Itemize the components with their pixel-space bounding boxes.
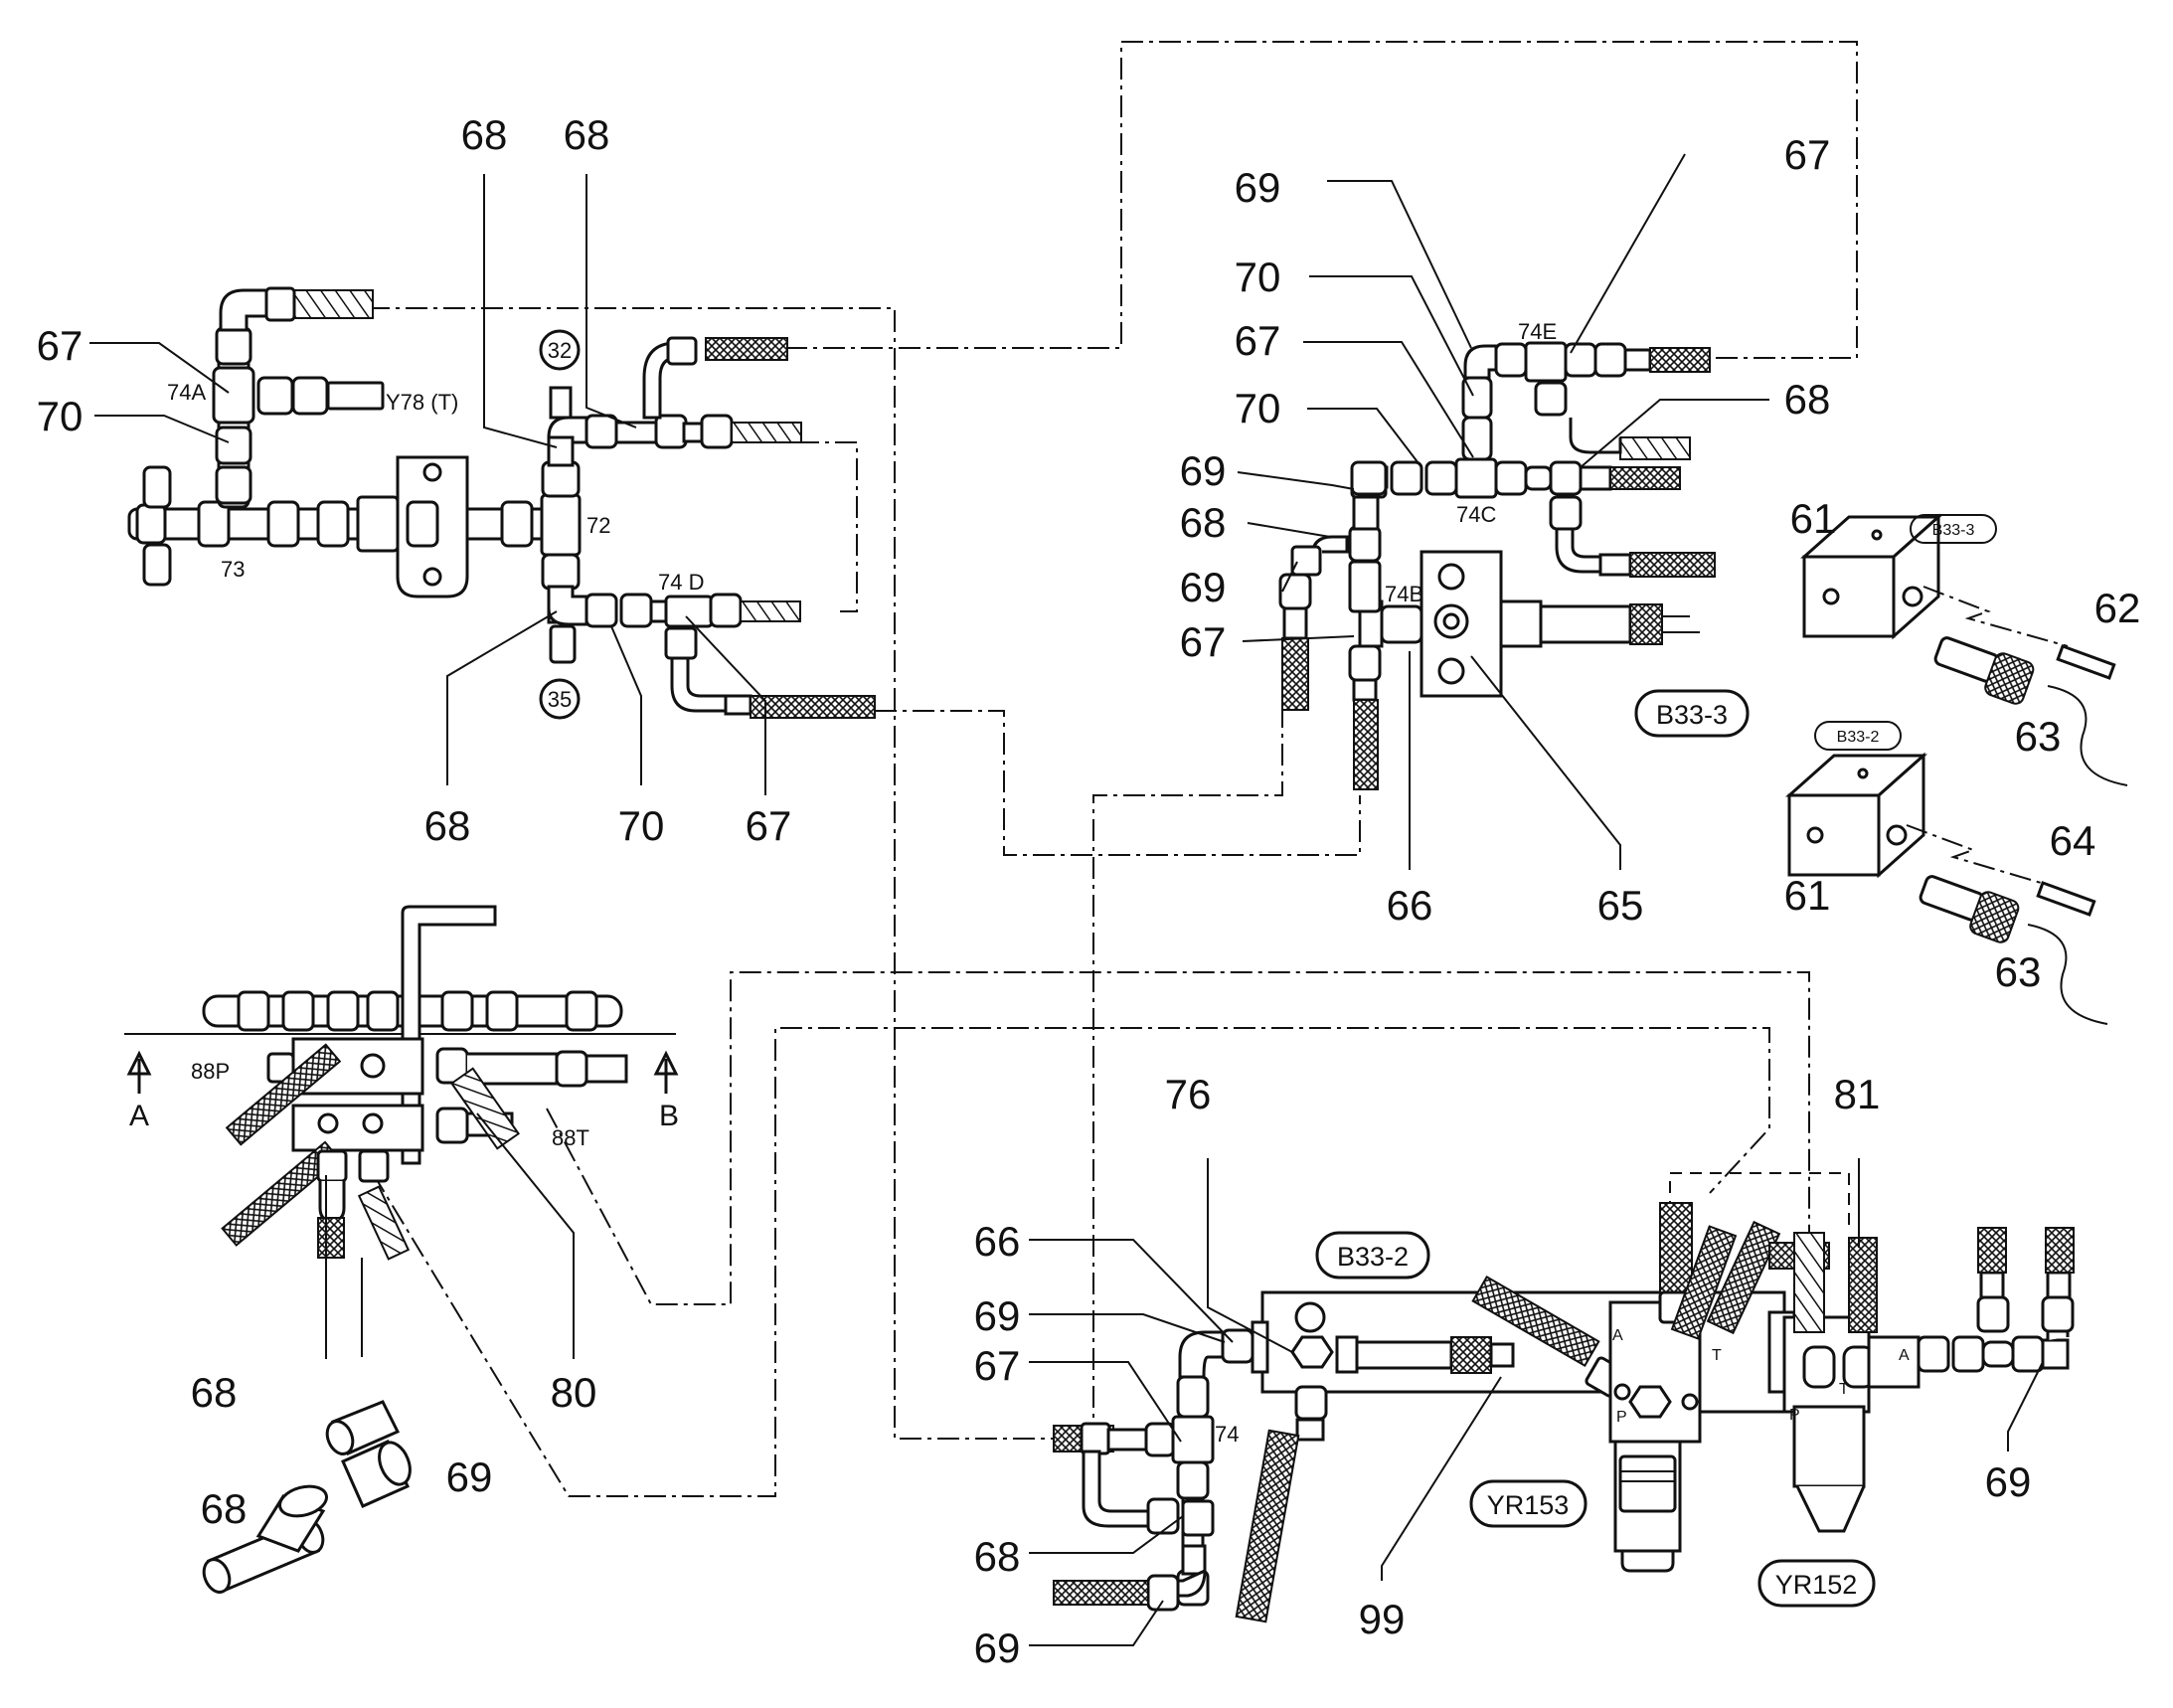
- callout: 68: [1180, 499, 1227, 546]
- mini-pill-b33-3-label: B33-3: [1932, 522, 1975, 539]
- part-label: 74A: [167, 380, 206, 405]
- callout: 69: [446, 1453, 493, 1500]
- part-label: 74E: [1518, 319, 1557, 344]
- connector-35-label: 35: [548, 687, 572, 712]
- port-label: A: [1612, 1327, 1623, 1344]
- callout: 69: [1985, 1458, 2032, 1505]
- callout: 67: [746, 802, 792, 849]
- callout: 70: [1235, 254, 1281, 300]
- pill-b33-3-label: B33-3: [1656, 700, 1728, 730]
- port-label: T: [1839, 1381, 1849, 1398]
- part-label: Y78 (T): [386, 390, 458, 415]
- callout: 69: [1180, 564, 1227, 610]
- valve-assembly: [1235, 1202, 2075, 1623]
- callout: 69: [1235, 164, 1281, 211]
- right-manifold-assembly: [1278, 341, 1716, 790]
- distribution-block: [124, 905, 679, 1261]
- left-manifold-assembly: [127, 286, 876, 719]
- connector-32-label: 32: [548, 338, 572, 363]
- pressure-line-4: [875, 710, 1361, 856]
- port-label: A: [1899, 1347, 1910, 1364]
- callout: 68: [461, 111, 508, 158]
- connector-35: [539, 678, 581, 720]
- callout: 67: [974, 1342, 1021, 1389]
- callout: 66: [1387, 882, 1433, 929]
- mini-pill-b33-2: [1814, 721, 1902, 751]
- loose-fittings: [202, 1400, 412, 1594]
- tank-line-1: [546, 971, 1810, 1305]
- callout: 69: [1180, 447, 1227, 494]
- leader-lines: [89, 153, 2044, 1646]
- part-label: 73: [221, 557, 245, 582]
- bottom-tee-group: [1053, 1328, 1254, 1612]
- callout: 61: [1784, 872, 1831, 919]
- part-label: 74C: [1456, 502, 1496, 527]
- callout: 70: [1235, 385, 1281, 431]
- port-label: P: [1789, 1407, 1800, 1424]
- callout: 62: [2094, 585, 2141, 631]
- pressure-line-2: [785, 41, 1858, 359]
- pill-labels: B33-3 B33-2 YR153 YR152 B33-3 B33-2: [1315, 514, 1997, 1608]
- callout: 64: [2050, 817, 2096, 864]
- callout: 80: [551, 1369, 597, 1416]
- callout: 67: [1784, 131, 1831, 178]
- connector-32: [539, 329, 581, 371]
- pill-yr152-label: YR152: [1775, 1570, 1858, 1600]
- part-label: 74 D: [658, 570, 704, 595]
- callout: 65: [1597, 882, 1644, 929]
- port-label: P: [1616, 1409, 1627, 1426]
- pill-yr153-label: YR153: [1487, 1490, 1570, 1520]
- part-label: 74: [1215, 1422, 1239, 1447]
- callout: 68: [564, 111, 610, 158]
- part-label: 88T: [552, 1125, 589, 1150]
- callout: 69: [974, 1624, 1021, 1671]
- callout: 81: [1834, 1071, 1881, 1117]
- part-label: 88P: [191, 1059, 230, 1084]
- callout: 68: [974, 1533, 1021, 1580]
- part-labels: 74A Y78 (T) 73 72 74 D 74E 74C 74B 88P 8…: [129, 319, 1910, 1447]
- callout: 69: [974, 1292, 1021, 1339]
- callout: 68: [424, 802, 471, 849]
- mini-pill-b33-2-label: B33-2: [1837, 729, 1880, 746]
- callout: 68: [191, 1369, 238, 1416]
- part-label: 74B: [1385, 582, 1423, 606]
- pressure-line-1: [368, 307, 1054, 1440]
- section-a-label: A: [129, 1100, 149, 1132]
- connection-lines: [368, 41, 1858, 1497]
- callout: 68: [1784, 376, 1831, 423]
- pill-yr153: [1469, 1479, 1588, 1528]
- callout: 67: [1180, 618, 1227, 665]
- pill-b33-3: [1634, 689, 1750, 738]
- callout: 68: [201, 1485, 248, 1532]
- pill-yr152: [1757, 1559, 1876, 1608]
- sensor-cubes: [1785, 513, 2128, 1025]
- callout: 63: [1995, 948, 2042, 995]
- section-b-label: B: [659, 1100, 679, 1132]
- callout: 61: [1790, 495, 1837, 542]
- callout: 63: [2015, 713, 2062, 760]
- callout: 66: [974, 1218, 1021, 1265]
- callout: 67: [1235, 317, 1281, 364]
- callout: 70: [37, 393, 84, 439]
- connector-circles: 32 35: [539, 329, 581, 720]
- port-label: T: [1712, 1347, 1722, 1364]
- pressure-line-5: [1092, 706, 1283, 1439]
- mini-pill-b33-3: [1910, 514, 1997, 544]
- callout: 70: [618, 802, 665, 849]
- pressure-line-3: [797, 441, 858, 612]
- callout: 67: [37, 322, 84, 369]
- part-label: 72: [586, 513, 610, 538]
- pill-b33-2-label: B33-2: [1337, 1242, 1409, 1272]
- callout-numbers: 68 68 67 70 68 70 67 69 67 70 67 70 68 6…: [37, 111, 2141, 1671]
- pill-b33-2: [1315, 1231, 1430, 1280]
- callout: 99: [1359, 1596, 1406, 1642]
- callout: 76: [1165, 1071, 1212, 1117]
- tank-line-2: [372, 1027, 1770, 1497]
